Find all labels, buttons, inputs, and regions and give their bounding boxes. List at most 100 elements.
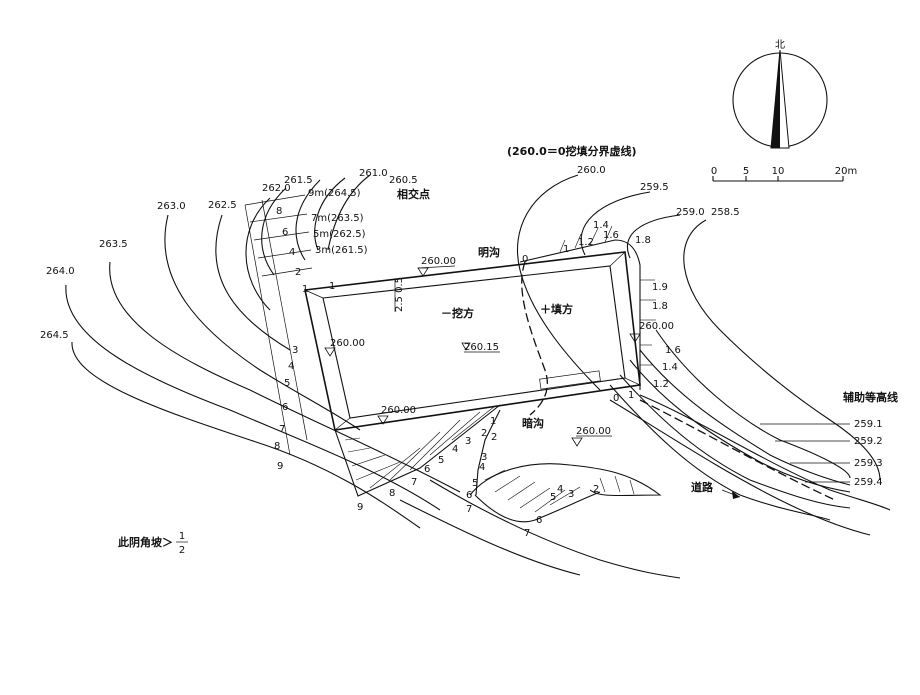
slope-note: 此阴角坡＞ 1 2 (118, 531, 188, 556)
aux-259-2: 259.2 (854, 436, 883, 447)
gully-mark-3b: 3 (568, 489, 574, 500)
contour-label-260-5: 260.5 (389, 175, 418, 186)
contour-label-262-0: 262.0 (262, 183, 291, 194)
west-slope-ladder (244, 194, 313, 456)
west-mark-2: 2 (295, 267, 301, 278)
intersection-9m: 9m(264.5) (308, 188, 361, 199)
west-mark-4b: 4 (288, 361, 294, 372)
pad-elevation: 260.15 (464, 342, 499, 353)
fill-h-1-9: 1.9 (652, 282, 668, 293)
south-mark-5: 5 (438, 455, 444, 466)
contour-label-264-5: 264.5 (40, 330, 69, 341)
contour-label-259-5: 259.5 (640, 182, 669, 193)
south-mark-6: 6 (424, 464, 430, 475)
west-mark-5: 5 (284, 378, 290, 389)
scale-tick-20m: 20m (835, 166, 857, 177)
gully-mark-6: 6 (466, 490, 472, 501)
west-mark-3: 3 (292, 345, 298, 356)
gully-mark-4: 4 (479, 462, 485, 473)
scale-bar: 0 5 10 20m (711, 166, 857, 182)
ne-fill-hatch (519, 225, 656, 390)
zero-line-note: (260.0＝0挖填分界虚线) (507, 144, 637, 158)
east-contours (516, 174, 881, 521)
south-mark-2: 2 (481, 428, 487, 439)
road: 道路 (399, 394, 891, 579)
zero-se: 1 (628, 390, 634, 401)
gully-mark-7: 7 (466, 504, 472, 515)
intersection-5m: 5m(262.5) (313, 229, 366, 240)
road-label: 道路 (691, 480, 714, 494)
contour-label-261-0: 261.0 (359, 168, 388, 179)
west-contours (65, 174, 461, 529)
aux-259-3: 259.3 (854, 458, 883, 469)
zero-north: 0 (522, 254, 528, 265)
aux-259-1: 259.1 (854, 419, 883, 430)
elev-west: 260.00 (330, 338, 365, 349)
contour-label-261-5: 261.5 (284, 175, 313, 186)
south-slope-hatch (334, 404, 501, 497)
slope-note-text: 此阴角坡＞ (118, 535, 173, 549)
gully-mark-2: 2 (491, 432, 497, 443)
elevation-marks: 260.00 260.00 260.00 260.00 260.00 (324, 256, 674, 447)
west-mark-6b: 6 (282, 402, 288, 413)
fill-h-1: 1 (563, 244, 569, 255)
fill-h-1-4: 1.4 (593, 220, 609, 231)
elev-east: 260.00 (639, 321, 674, 332)
gully-mark-5: 5 (472, 478, 478, 489)
gully-mark-2b: 2 (593, 484, 599, 495)
contour-label-263-5: 263.5 (99, 239, 128, 250)
fill-h-1-4b: 1.4 (662, 362, 678, 373)
fill-h-1-2b: 1.2 (653, 379, 669, 390)
aux-contours: 辅助等高线 259.1 259.2 259.3 259.4 (760, 390, 898, 488)
contour-label-263-0: 263.0 (157, 201, 186, 212)
gully-mark-6b: 6 (536, 515, 542, 526)
gully (469, 409, 662, 523)
south-mark-4: 4 (452, 444, 458, 455)
intersection-note: 相交点 (397, 187, 430, 201)
pad-labels: －挖方 ＋填方 260.15 明沟 暗沟 (441, 245, 573, 430)
elev-north: 260.00 (421, 256, 456, 267)
fill-label: ＋填方 (540, 302, 573, 316)
south-mark-8: 8 (389, 488, 395, 499)
contour-label-258-5: 258.5 (711, 207, 740, 218)
gully-mark-5b: 5 (550, 492, 556, 503)
intersection-3m: 3m(261.5) (315, 245, 368, 256)
intersection-labels: 9m(264.5) 7m(263.5) 5m(262.5) 3m(261.5) … (308, 187, 430, 256)
contour-label-259-0: 259.0 (676, 207, 705, 218)
east-contour-labels: 260.0 259.5 259.0 258.5 (577, 165, 740, 218)
scale-tick-5: 5 (743, 166, 749, 177)
depth-dimension: 2.5 0.5 (394, 277, 405, 312)
north-label: 北 (775, 39, 785, 51)
fill-height-labels: 1.4 1.2 1.6 1.8 1.9 1.8 1.6 1.4 1.2 1 (563, 220, 681, 390)
building-pad (304, 251, 641, 431)
west-mark-6: 6 (282, 227, 288, 238)
cut-label: －挖方 (441, 306, 474, 320)
aux-title: 辅助等高线 (843, 390, 898, 404)
aux-259-4: 259.4 (854, 477, 883, 488)
depth-note: 2.5 0.5 (394, 277, 405, 312)
west-mark-4: 4 (289, 247, 295, 258)
gully-mark-7b: 7 (524, 528, 530, 539)
compass-needle-fill (771, 50, 780, 148)
slope-denominator: 2 (179, 545, 185, 556)
zero-marks: 0 0 1 1 (329, 254, 634, 404)
slope-numerator: 1 (179, 531, 185, 542)
intersection-7m: 7m(263.5) (311, 213, 364, 224)
zero-nw: 1 (329, 281, 335, 292)
south-mark-3: 3 (465, 436, 471, 447)
elev-south: 260.00 (381, 405, 416, 416)
contour-label-260-0: 260.0 (577, 165, 606, 176)
zero-south: 0 (613, 393, 619, 404)
west-mark-9: 9 (277, 461, 283, 472)
scale-tick-10: 10 (772, 166, 785, 177)
west-mark-7: 7 (279, 424, 285, 435)
fill-h-1-8: 1.8 (635, 235, 651, 246)
gully-marks: 2 3 4 5 6 7 6 5 4 3 2 7 (466, 432, 599, 539)
west-contour-labels: 264.5 264.0 263.5 263.0 262.5 262.0 261.… (40, 168, 418, 341)
scale-tick-0: 0 (711, 166, 717, 177)
open-ditch-label: 明沟 (478, 245, 500, 259)
contour-label-262-5: 262.5 (208, 200, 237, 211)
south-slope-marks: 9 8 7 6 5 4 3 2 1 (357, 416, 496, 513)
west-mark-8: 8 (276, 206, 282, 217)
